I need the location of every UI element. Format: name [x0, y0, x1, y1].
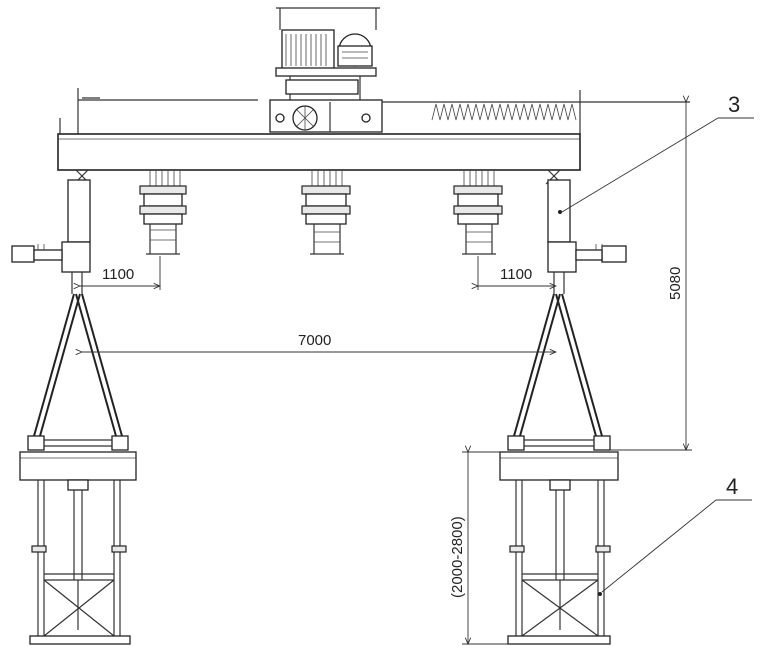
trolley-carriage [269, 99, 383, 133]
right-base-frame [499, 451, 619, 645]
dimension-height-label: 5080 [667, 267, 684, 300]
dimension-right-offset: 1100 [478, 256, 556, 290]
gripper-unit-right [453, 170, 503, 255]
callout-4-label: 4 [726, 474, 738, 499]
right-column [545, 169, 627, 294]
gripper-unit-center [301, 170, 351, 255]
top-rail [59, 88, 690, 134]
left-a-frame [27, 293, 129, 451]
main-beam [57, 133, 581, 171]
dimension-left-offset: 1100 [80, 256, 160, 290]
callout-4: 4 [601, 474, 752, 593]
callout-3-label: 3 [728, 92, 740, 117]
left-column [11, 169, 91, 294]
cable-spring [431, 103, 577, 121]
dimension-adjust-range: (2000-2800) [449, 452, 508, 644]
gripper-unit-left [139, 170, 187, 255]
dimension-left-offset-label: 1100 [102, 266, 134, 283]
dimension-height: 5080 [610, 102, 692, 450]
left-base-frame [19, 451, 137, 645]
dimension-span-label: 7000 [298, 332, 331, 349]
dimension-span: 7000 [82, 332, 556, 352]
dimension-right-offset-label: 1100 [500, 266, 532, 283]
right-a-frame [507, 293, 611, 451]
dimension-adjust-range-label: (2000-2800) [449, 516, 466, 598]
callout-3: 3 [561, 92, 754, 213]
hoist-trolley [275, 7, 380, 100]
